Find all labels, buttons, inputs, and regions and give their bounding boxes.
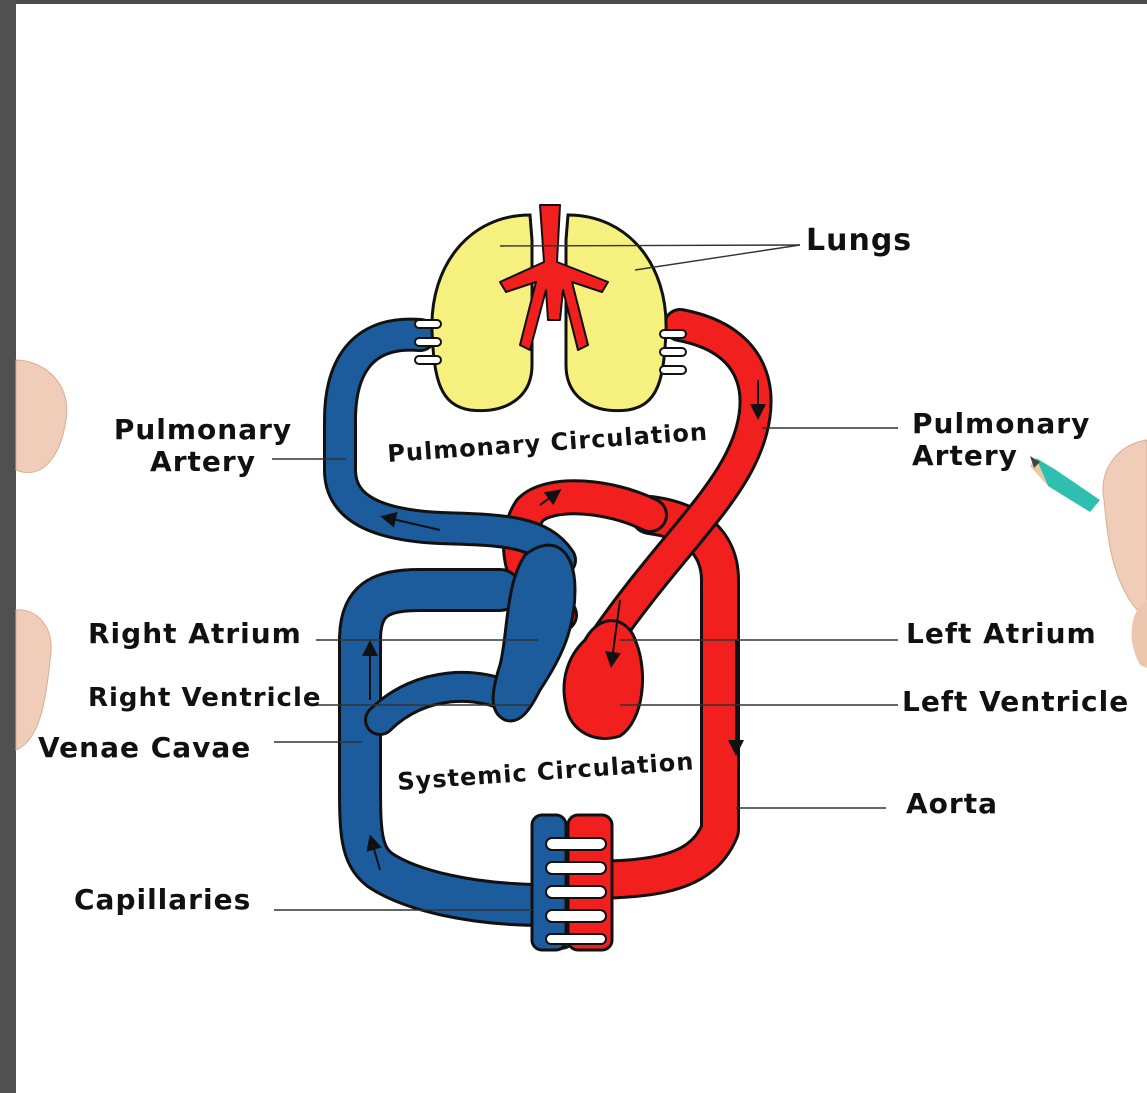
pulmonary-artery-left-line2: Artery bbox=[108, 446, 298, 478]
pulmonary-artery-right-line2: Artery bbox=[912, 440, 1090, 472]
right-atrium-label: Right Atrium bbox=[88, 618, 302, 650]
left-hand bbox=[16, 360, 67, 750]
right-hand bbox=[1103, 440, 1147, 668]
capillaries-label: Capillaries bbox=[74, 884, 251, 916]
venae-cavae-label: Venae Cavae bbox=[38, 732, 251, 764]
right-ventricle-label: Right Ventricle bbox=[88, 684, 322, 714]
pulmonary-artery-label-left: Pulmonary Artery bbox=[108, 414, 298, 478]
lungs-label: Lungs bbox=[806, 224, 912, 259]
capillaries bbox=[532, 815, 612, 950]
pulmonary-artery-label-right: Pulmonary Artery bbox=[912, 408, 1090, 472]
pulmonary-artery-left-line1: Pulmonary bbox=[108, 414, 298, 446]
left-atrium bbox=[564, 621, 643, 739]
pulmonary-circulation-label: Pulmonary Circulation bbox=[386, 418, 708, 468]
left-ventricle-label: Left Ventricle bbox=[902, 686, 1129, 718]
aorta-label: Aorta bbox=[906, 788, 998, 820]
systemic-circulation-label: Systemic Circulation bbox=[396, 747, 695, 796]
left-atrium-label: Left Atrium bbox=[906, 618, 1097, 650]
pulmonary-artery-right-line1: Pulmonary bbox=[912, 408, 1090, 440]
